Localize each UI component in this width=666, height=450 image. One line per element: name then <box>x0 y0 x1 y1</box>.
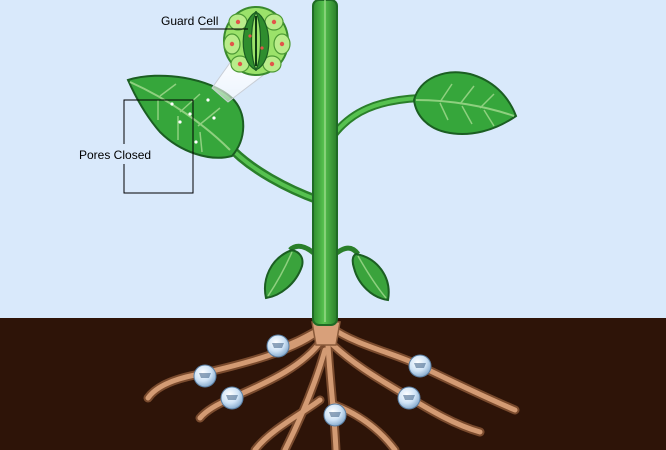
pores-closed-label: Pores Closed <box>79 148 151 162</box>
water-droplet-icon <box>220 386 244 410</box>
guard-cell-label: Guard Cell <box>161 14 218 28</box>
pores-closed-label-group: Pores Closed <box>74 99 194 194</box>
water-droplet-icon <box>266 334 290 358</box>
pores-closed-label-bg <box>74 144 158 164</box>
water-droplet-icon <box>193 364 217 388</box>
right-upper-leaf <box>326 71 518 144</box>
guard-cell-icon <box>223 6 291 76</box>
pore-dots <box>170 98 216 144</box>
left-upper-leaf <box>126 74 323 205</box>
water-droplets <box>193 334 432 427</box>
guard-cell-label-group: Guard Cell <box>161 14 248 30</box>
water-droplet-icon <box>397 386 421 410</box>
lower-left-leaf <box>264 243 318 300</box>
water-droplet-icon <box>408 354 432 378</box>
main-stem <box>312 0 338 326</box>
water-droplet-icon <box>323 403 347 427</box>
